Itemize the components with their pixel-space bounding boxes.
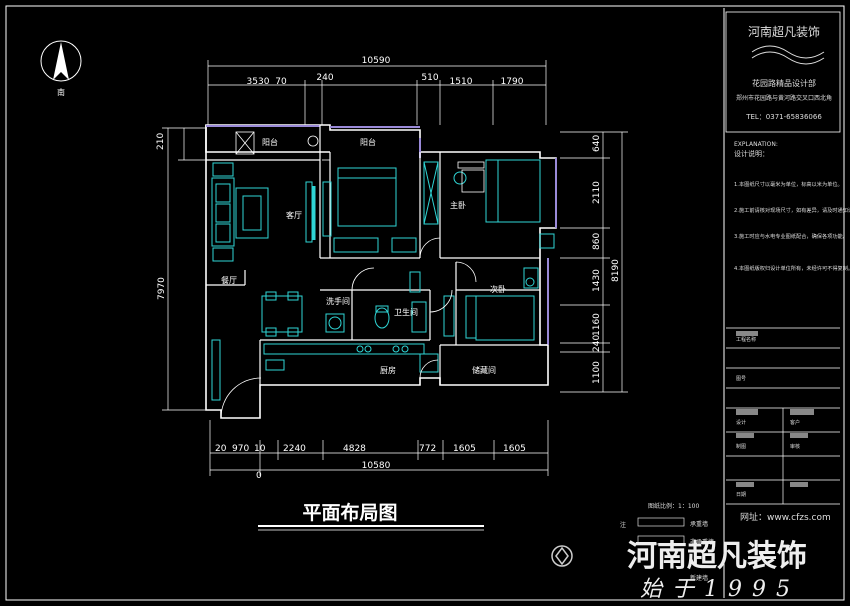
explanation-note-4: 4.本图纸版权归设计单位所有，未经许可不得复制。 [734, 264, 850, 272]
right-dimension-lines [560, 131, 628, 393]
company-address: 郑州市花园路与黄河路交叉口西北角 [736, 94, 832, 102]
dim-top-1: 3530 [247, 77, 270, 87]
dim-bottom-2: 970 [232, 444, 249, 454]
tb-date: 日期 [736, 492, 746, 498]
explanation-heading-cn: 设计说明： [734, 149, 769, 158]
tb-client: 客户 [790, 419, 800, 426]
dim-top-4: 510 [421, 73, 438, 83]
room-kitchen: 厨房 [380, 365, 396, 375]
watermark-company-name: 河南超凡装饰 [627, 539, 807, 574]
dim-bottom-6: 772 [419, 444, 436, 454]
top-dimension-lines [207, 60, 547, 125]
dim-left-top: 210 [156, 133, 166, 150]
dim-top-overall: 10590 [362, 56, 391, 66]
legend-item-2: 非承重墙 [690, 538, 714, 546]
explanation-note-2: 2.施工前请核对现场尺寸，如有差异，请及时通知设计师。 [734, 206, 850, 214]
tb-check: 审核 [790, 443, 800, 450]
dim-bottom-1: 20 [215, 444, 227, 454]
dim-bottom-8: 1605 [503, 444, 526, 454]
legend-item-3: 新建墙 [690, 574, 708, 582]
room-bathroom: 卫生间 [394, 307, 418, 317]
legend-item-1: 承重墙 [690, 520, 708, 528]
dim-right-1: 640 [592, 135, 602, 152]
watermark-slogan: 始于1995 [640, 577, 800, 602]
company-tel: TEL：0371-65836066 [745, 113, 822, 121]
dim-bottom-3: 10 [254, 444, 266, 454]
dim-bottom-4: 2240 [283, 444, 306, 454]
tb-designer: 设计 [736, 419, 746, 426]
company-name-top: 河南超凡装饰 [748, 24, 820, 39]
room-second: 次卧 [490, 284, 506, 294]
compass-label: 南 [57, 87, 65, 97]
dim-bottom-zero: 0 [256, 471, 262, 481]
dim-bottom-5: 4828 [343, 444, 366, 454]
dim-right-2: 2110 [592, 181, 602, 204]
room-dining: 餐厅 [221, 276, 237, 285]
north-compass-icon: 南 [40, 40, 82, 97]
dim-right-7: 1100 [592, 361, 602, 384]
scale-label: 图纸比例：1：100 [648, 502, 699, 510]
dim-left-overall: 7970 [157, 277, 167, 300]
dim-right-3: 860 [592, 233, 602, 250]
dim-top-5: 1510 [450, 77, 473, 87]
room-washroom: 洗手间 [326, 296, 350, 306]
watermark-logo-icon [551, 545, 573, 567]
dim-right-6: 240 [592, 335, 602, 352]
drawing-frame [5, 5, 845, 601]
left-dimension-lines [162, 127, 206, 411]
room-storage: 储藏间 [472, 365, 496, 375]
floor-plan: 阳台 阳台 客厅 主卧 餐厅 洗手间 卫生间 次卧 厨房 储藏间 [205, 124, 557, 419]
dim-bottom-7: 1605 [453, 444, 476, 454]
dim-right-overall: 8190 [611, 259, 621, 282]
dim-top-6: 1790 [501, 77, 524, 87]
tb-drawer: 制图 [736, 443, 746, 450]
drawing-title: 平面布局图 [302, 501, 397, 524]
legend-note: 注 [620, 521, 626, 529]
company-logo-icon [751, 45, 825, 65]
company-dept: 花园路精品设计部 [752, 78, 816, 88]
company-watermark: 河南超凡装饰 始于1995 [551, 539, 807, 602]
room-master: 主卧 [450, 200, 466, 210]
dim-top-3: 240 [316, 73, 333, 83]
room-balcony-left: 阳台 [262, 137, 278, 147]
dim-top-2: 70 [275, 77, 287, 87]
tb-project: 工程名称 [736, 336, 756, 343]
dim-bottom-overall: 10580 [362, 461, 391, 471]
title-block: 河南超凡装饰 花园路精品设计部 郑州市花园路与黄河路交叉口西北角 TEL：037… [723, 8, 850, 598]
company-website: 网址：www.cfzs.com [740, 511, 831, 523]
bottom-dimension-lines [209, 420, 549, 476]
dim-right-4: 1430 [592, 269, 602, 292]
explanation-note-1: 1.本图纸尺寸以毫米为单位，标高以米为单位。 [734, 180, 843, 188]
tb-number: 图号 [736, 376, 746, 382]
explanation-note-3: 3.施工时应与水电专业图纸配合，确保各项功能。 [734, 232, 848, 240]
dim-right-5: 1160 [592, 313, 602, 336]
room-living: 客厅 [286, 210, 302, 220]
explanation-heading-en: EXPLANATION: [734, 141, 778, 148]
room-balcony-mid: 阳台 [360, 137, 376, 147]
